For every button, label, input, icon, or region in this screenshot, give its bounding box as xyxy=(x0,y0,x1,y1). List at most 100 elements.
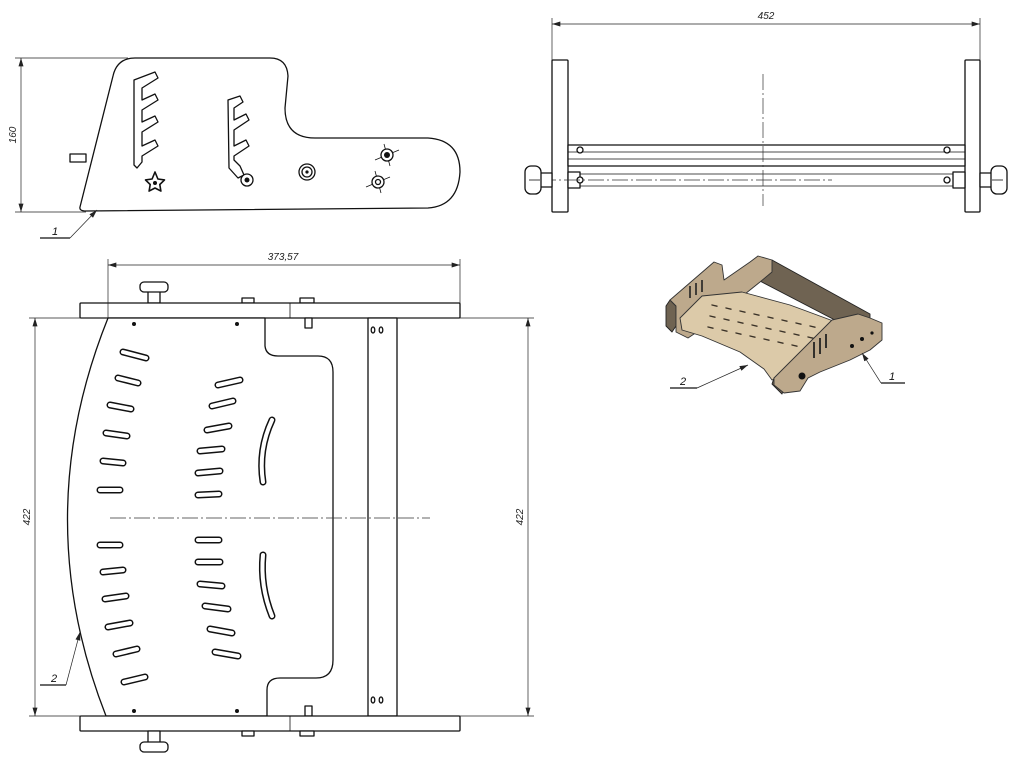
rail-hole xyxy=(378,326,384,334)
plate-hole xyxy=(132,322,136,326)
slot xyxy=(208,397,237,410)
dimension-height-160: 160 xyxy=(8,57,128,213)
slot xyxy=(194,467,224,477)
curved-base-plate xyxy=(66,317,334,717)
tray-slot xyxy=(709,315,716,318)
side-comb-slot-left xyxy=(133,71,159,169)
tray-slot xyxy=(807,336,814,339)
callout-label: 2 xyxy=(679,376,686,388)
callout-part-1: 1 xyxy=(40,209,98,239)
bottom-end-plate xyxy=(79,715,461,732)
side-pin xyxy=(69,153,87,163)
front-crossbar xyxy=(567,144,966,167)
top-bolt xyxy=(299,297,315,304)
callout-label: 2 xyxy=(50,673,57,685)
slot xyxy=(196,580,226,590)
tray-slot xyxy=(781,319,788,322)
dimension-height-422-left: 422 xyxy=(22,317,108,717)
tray-slot xyxy=(791,344,798,347)
iso-callout-part-2: 2 xyxy=(670,364,749,389)
slot xyxy=(120,673,149,686)
rail-hole xyxy=(370,696,376,704)
tray-slot xyxy=(723,318,730,321)
dimension-width-373-57: 373,57 xyxy=(107,252,461,318)
front-washer xyxy=(952,171,966,189)
tray-slot xyxy=(725,307,732,310)
side-rail xyxy=(367,317,398,717)
callout-label: 1 xyxy=(889,371,895,383)
side-pivot-bolt xyxy=(240,173,254,187)
top-pin xyxy=(304,705,313,717)
tray-slot xyxy=(795,322,802,325)
tray-slot xyxy=(753,313,760,316)
curved-slot xyxy=(258,551,276,620)
top-pin xyxy=(304,317,313,329)
tray-slot xyxy=(737,321,744,324)
slot xyxy=(99,566,127,576)
iso-hole xyxy=(850,344,854,348)
dimension-label: 160 xyxy=(8,126,19,143)
front-hole xyxy=(943,176,951,184)
tray-slot-pattern xyxy=(707,304,816,350)
tray-slot xyxy=(809,325,816,328)
tray-slot xyxy=(721,329,728,332)
tray-slot xyxy=(749,335,756,338)
callout-part-2: 2 xyxy=(40,631,81,686)
tray-slot xyxy=(739,310,746,313)
slot xyxy=(201,602,232,613)
knob-left-icon xyxy=(524,165,553,195)
tray-slot xyxy=(765,327,772,330)
top-view: 373,57 422 422 2 xyxy=(22,252,534,753)
iso-comb-slots xyxy=(689,280,827,358)
knob-bottom-icon xyxy=(139,730,169,753)
bottom-bolt xyxy=(299,730,315,737)
dimension-label: 422 xyxy=(22,508,33,525)
slot xyxy=(102,429,131,440)
side-plate-outline xyxy=(79,57,461,212)
slot xyxy=(99,457,127,467)
slot xyxy=(104,619,134,631)
front-view: 452 xyxy=(524,11,1008,213)
tray-slot xyxy=(711,304,718,307)
iso-hole xyxy=(860,337,864,341)
iso-callout-part-1: 1 xyxy=(861,352,905,384)
bottom-bolt xyxy=(241,730,255,737)
slot xyxy=(114,374,142,387)
tray-slot xyxy=(767,316,774,319)
rail-hole xyxy=(378,696,384,704)
star-knob-icon xyxy=(144,171,166,192)
slot xyxy=(206,625,236,637)
tray-slot xyxy=(777,341,784,344)
side-nut xyxy=(298,163,316,181)
tray-slot xyxy=(793,333,800,336)
slot-pattern xyxy=(96,348,244,686)
dimension-width-452: 452 xyxy=(551,11,981,60)
plate-hole xyxy=(132,709,136,713)
curved-slot xyxy=(258,416,276,486)
isometric-view: 1 2 xyxy=(665,255,905,395)
dimension-label: 422 xyxy=(515,508,526,525)
tray-slot xyxy=(763,338,770,341)
knob-right-icon xyxy=(979,165,1008,195)
slot xyxy=(214,376,244,389)
tray-slot xyxy=(779,330,786,333)
callout-label: 1 xyxy=(52,226,58,238)
dimension-height-422-right: 422 xyxy=(397,317,534,717)
dimension-label: 452 xyxy=(758,11,775,22)
plate-hole xyxy=(235,322,239,326)
top-end-plate xyxy=(79,302,461,319)
slot xyxy=(196,445,226,455)
slot xyxy=(211,648,242,660)
front-hole xyxy=(943,146,951,154)
plate-hole xyxy=(235,709,239,713)
knob-top-icon xyxy=(139,281,169,304)
top-bolt xyxy=(241,297,255,304)
dimension-label: 373,57 xyxy=(268,252,299,263)
front-left-plate xyxy=(551,59,569,213)
tray-slot xyxy=(735,332,742,335)
front-right-plate xyxy=(964,59,981,213)
slot xyxy=(119,348,150,362)
slot xyxy=(101,592,130,603)
slot xyxy=(203,422,233,434)
